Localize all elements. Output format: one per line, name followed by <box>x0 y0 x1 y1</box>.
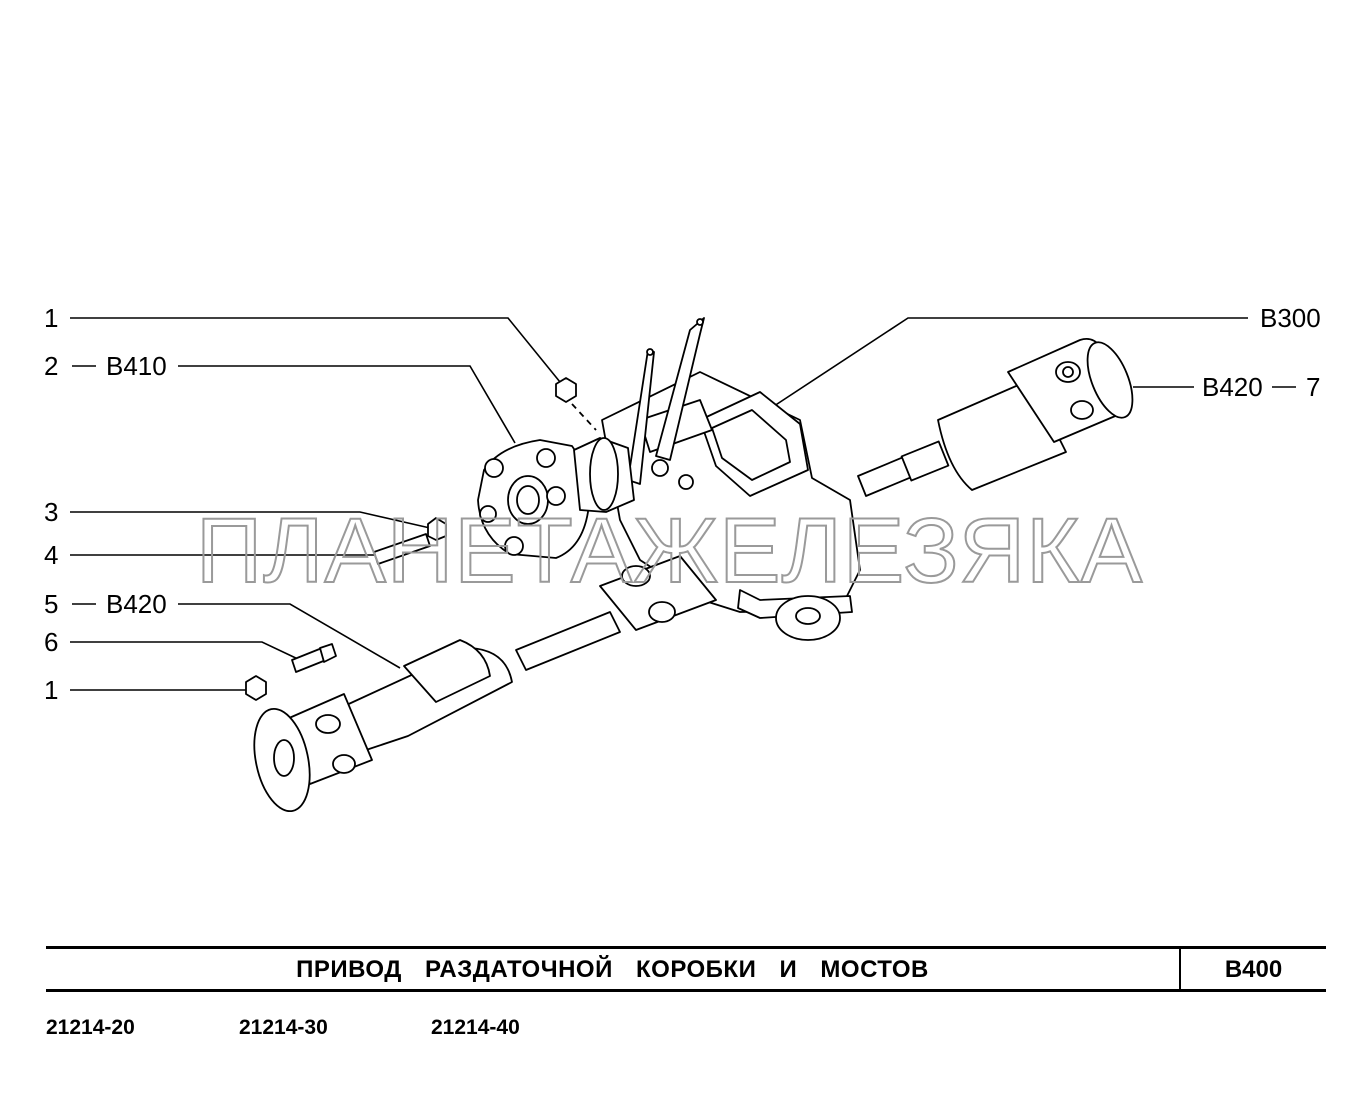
callout-5: 5 <box>44 589 58 619</box>
leader-b300 <box>767 317 1248 411</box>
nut-1-top <box>555 377 577 403</box>
callout-b420-right: B420 <box>1202 372 1263 402</box>
callout-labels: 1 2 B410 3 4 5 B420 6 1 B300 B420 7 <box>44 303 1321 705</box>
leader-2 <box>178 365 516 444</box>
diagram-code: B400 <box>1224 956 1283 983</box>
nut-1-bottom <box>245 675 267 701</box>
callout-6: 6 <box>44 627 58 657</box>
callout-3: 3 <box>44 497 58 527</box>
callout-4: 4 <box>44 540 58 570</box>
diagram-title: ПРИВОД РАЗДАТОЧНОЙ КОРОБКИ И МОСТОВ <box>296 956 929 983</box>
nut-3 <box>427 517 447 541</box>
leader-1-top <box>70 317 561 383</box>
leader-3 <box>70 511 431 529</box>
callout-7: 7 <box>1306 372 1320 402</box>
bolt-4 <box>373 533 431 565</box>
callout-1-bottom: 1 <box>44 675 58 705</box>
leader-6 <box>70 641 301 661</box>
leader-5 <box>178 603 401 669</box>
leader-lines <box>70 317 1296 691</box>
callout-5-ref: B420 <box>106 589 167 619</box>
rear-propeller-shaft <box>857 337 1134 497</box>
assembly-drawing <box>245 317 1134 813</box>
model-code: 21214-30 <box>239 1016 328 1039</box>
fasteners <box>245 377 597 701</box>
shift-levers <box>627 317 705 485</box>
callout-2-ref: B410 <box>106 351 167 381</box>
model-code: 21214-40 <box>431 1016 520 1039</box>
callout-1-top: 1 <box>44 303 58 333</box>
elastic-coupling <box>477 437 635 559</box>
title-block: ПРИВОД РАЗДАТОЧНОЙ КОРОБКИ И МОСТОВ B400 <box>46 946 1326 992</box>
callout-2: 2 <box>44 351 58 381</box>
callout-b300: B300 <box>1260 303 1321 333</box>
watermark: ПЛАНЕТАЖЕЛЕЗЯКА <box>196 500 1143 602</box>
front-propeller-shaft <box>253 555 717 813</box>
title-divider <box>1179 949 1181 989</box>
model-code: 21214-20 <box>46 1016 135 1039</box>
